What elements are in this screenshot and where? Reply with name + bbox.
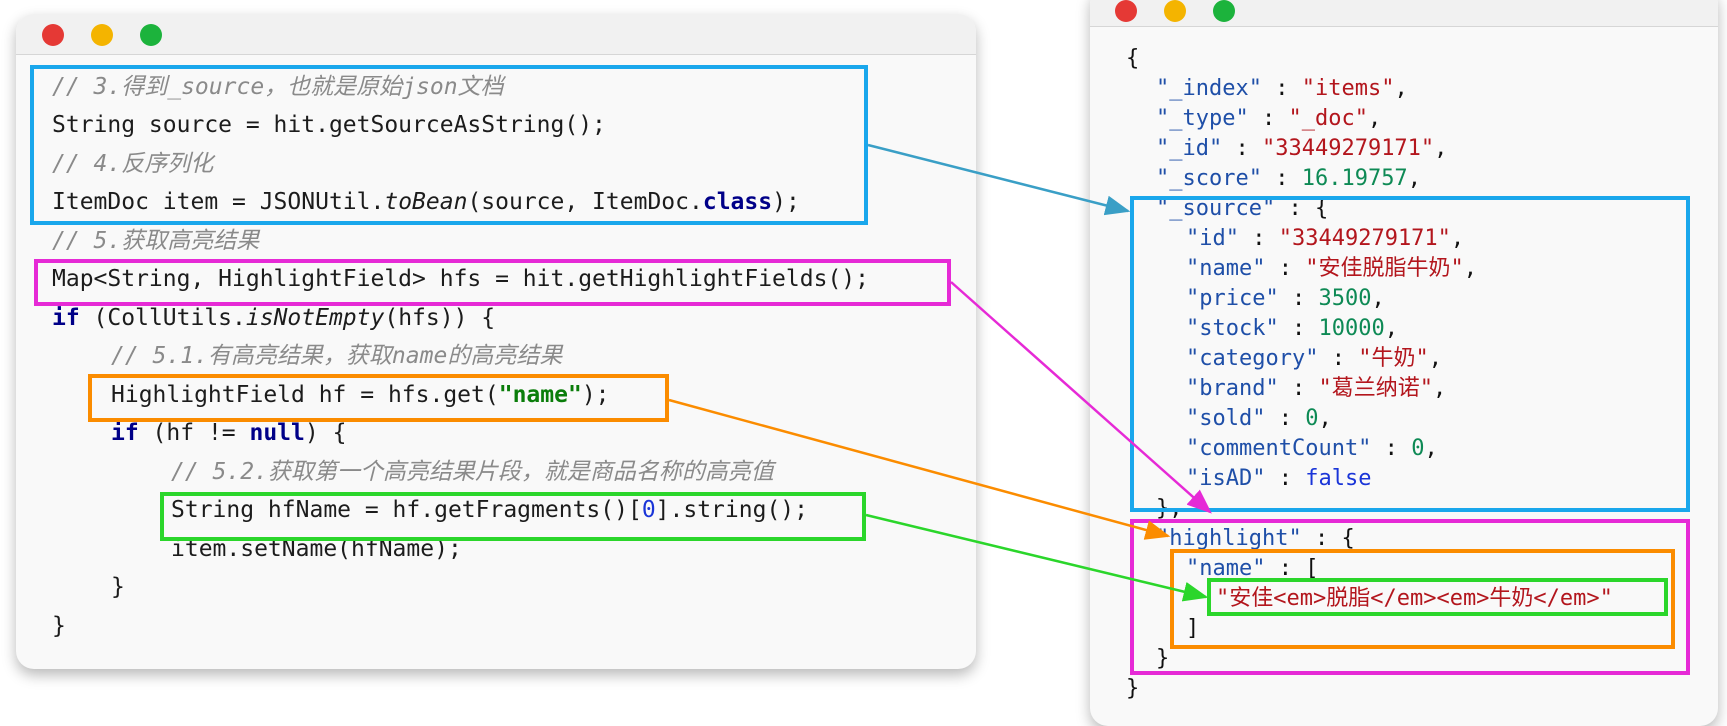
code-text: ) { bbox=[304, 420, 347, 446]
json-value: "安佳脱脂牛奶" bbox=[1305, 256, 1464, 281]
json-key: "_index" bbox=[1156, 76, 1262, 101]
code-line-if-hf-not-null: if (hf != null) { bbox=[111, 414, 346, 452]
json-index: "_index" : "items", bbox=[1156, 76, 1408, 101]
code-text: (CollUtils. bbox=[79, 305, 246, 331]
number-zero: 0 bbox=[641, 497, 656, 523]
json-score: "_score" : 16.19757, bbox=[1156, 166, 1421, 191]
json-value: "安佳<em>脱脂</em><em>牛奶</em>" bbox=[1216, 586, 1613, 611]
json-id: "_id" : "33449279171", bbox=[1156, 136, 1448, 161]
blue-box-source-code bbox=[30, 65, 868, 225]
json-type: "_type" : "_doc", bbox=[1156, 106, 1382, 131]
json-source-id: "id" : "33449279171", bbox=[1186, 226, 1465, 251]
code-text: (source, ItemDoc. bbox=[467, 189, 703, 215]
comment-deserialize: // 4.反序列化 bbox=[52, 151, 214, 177]
code-text: String hfName = hf.getFragments()[ bbox=[171, 497, 642, 523]
json-key: "commentCount" bbox=[1186, 436, 1372, 461]
json-value: "items" bbox=[1301, 76, 1395, 101]
code-brace-outer: } bbox=[52, 613, 66, 639]
json-value: false bbox=[1305, 466, 1372, 491]
json-array-close: ] bbox=[1186, 616, 1200, 641]
code-window bbox=[16, 14, 976, 669]
comment-get-highlight: // 5.获取高亮结果 bbox=[52, 228, 260, 254]
code-text: ItemDoc item = JSONUtil. bbox=[52, 189, 385, 215]
close-dot-icon[interactable] bbox=[1115, 0, 1137, 22]
json-value: 10000 bbox=[1318, 316, 1385, 341]
code-line-get-source: String source = hit.getSourceAsString(); bbox=[52, 112, 606, 138]
comment-get-first-fragment: // 5.2.获取第一个高亮结果片段，就是商品名称的高亮值 bbox=[171, 459, 774, 485]
method-to-bean: toBean bbox=[384, 189, 468, 215]
json-key: "_type" bbox=[1156, 106, 1249, 131]
keyword-null: null bbox=[249, 420, 305, 446]
string-name: "name" bbox=[498, 382, 582, 408]
code-text: ); bbox=[772, 189, 800, 215]
minimize-dot-icon[interactable] bbox=[91, 24, 113, 46]
json-open-brace: { bbox=[1126, 46, 1140, 71]
code-brace-inner: } bbox=[111, 574, 125, 600]
json-value: "葛兰纳诺" bbox=[1318, 376, 1433, 401]
orange-box-hfs-get-name bbox=[88, 374, 669, 422]
json-close-brace: } bbox=[1126, 676, 1140, 701]
json-key: "_id" bbox=[1156, 136, 1223, 161]
green-box-json-fragment bbox=[1207, 578, 1668, 616]
json-value: 16.19757 bbox=[1301, 166, 1408, 191]
code-window-titlebar bbox=[16, 14, 976, 55]
maximize-dot-icon[interactable] bbox=[1213, 0, 1235, 22]
close-dot-icon[interactable] bbox=[42, 24, 64, 46]
comment-has-highlight: // 5.1.有高亮结果，获取name的高亮结果 bbox=[111, 343, 563, 369]
json-value: 0 bbox=[1411, 436, 1425, 461]
code-text: HighlightField hf = hfs.get( bbox=[111, 382, 499, 408]
json-window-titlebar bbox=[1090, 0, 1718, 27]
json-value: "33449279171" bbox=[1261, 136, 1435, 161]
json-highlight-close: } bbox=[1156, 646, 1170, 671]
keyword-if: if bbox=[52, 305, 80, 331]
json-value: "_doc" bbox=[1288, 106, 1368, 131]
minimize-dot-icon[interactable] bbox=[1164, 0, 1186, 22]
json-source-comment-count: "commentCount" : 0, bbox=[1186, 436, 1438, 461]
keyword-class: class bbox=[702, 189, 773, 215]
magenta-box-highlight-fields bbox=[34, 259, 951, 306]
code-line-if-not-empty: if (CollUtils.isNotEmpty(hfs)) { bbox=[52, 299, 495, 337]
comment-get-source: // 3.得到_source，也就是原始json文档 bbox=[52, 74, 504, 100]
green-box-get-fragments bbox=[160, 492, 866, 541]
json-key: "id" bbox=[1186, 226, 1239, 251]
code-text: (hf != bbox=[138, 420, 250, 446]
code-line-to-bean: ItemDoc item = JSONUtil.toBean(source, I… bbox=[52, 183, 800, 221]
json-value: 3500 bbox=[1318, 286, 1372, 311]
json-value: "牛奶" bbox=[1358, 346, 1429, 371]
json-key: "name" bbox=[1186, 256, 1266, 281]
json-value: "33449279171" bbox=[1278, 226, 1451, 251]
json-key: "_source" bbox=[1156, 196, 1276, 221]
json-source: "_source" : { bbox=[1156, 196, 1329, 221]
code-text: ); bbox=[581, 382, 610, 408]
code-line-get-highlight-fields: Map<String, HighlightField> hfs = hit.ge… bbox=[52, 266, 869, 292]
json-value: 0 bbox=[1305, 406, 1319, 431]
blue-box-json-source bbox=[1130, 196, 1690, 512]
code-text: (hfs)) { bbox=[384, 305, 496, 331]
keyword-if: if bbox=[111, 420, 139, 446]
json-key: "_score" bbox=[1156, 166, 1262, 191]
json-source-name: "name" : "安佳脱脂牛奶", bbox=[1186, 256, 1477, 281]
method-is-not-empty: isNotEmpty bbox=[245, 305, 385, 331]
code-line-get-name-field: HighlightField hf = hfs.get("name"); bbox=[111, 376, 610, 414]
maximize-dot-icon[interactable] bbox=[140, 24, 162, 46]
json-highlight-fragment: "安佳<em>脱脂</em><em>牛奶</em>" bbox=[1216, 584, 1613, 614]
orange-box-json-name bbox=[1170, 549, 1675, 649]
